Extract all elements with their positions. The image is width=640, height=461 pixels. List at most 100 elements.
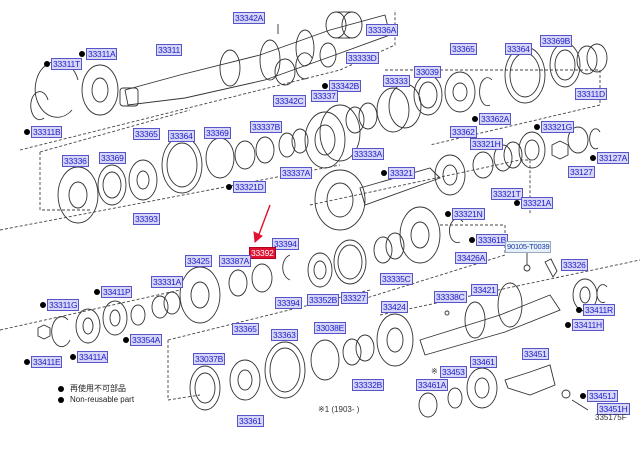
part-label-33311[interactable]: 33311 bbox=[156, 44, 183, 56]
hub-33352b bbox=[307, 252, 333, 288]
part-label-33421[interactable]: 33421 bbox=[471, 284, 498, 296]
part-label-33311g[interactable]: 33311G bbox=[39, 299, 80, 311]
part-label-33369[interactable]: 33369 bbox=[204, 127, 231, 139]
part-label-33352b[interactable]: 33352B bbox=[307, 294, 340, 306]
part-label-33425[interactable]: 33425 bbox=[185, 255, 212, 267]
part-label-33038e[interactable]: 33038E bbox=[314, 322, 347, 334]
shaft-33451 bbox=[504, 364, 556, 396]
part-label-33039[interactable]: 33039 bbox=[414, 66, 441, 78]
part-label-33327[interactable]: 33327 bbox=[341, 292, 368, 304]
part-label-33342c[interactable]: 33342C bbox=[273, 95, 306, 107]
sleeve-33461a bbox=[418, 392, 438, 418]
bolt-90105 bbox=[523, 252, 531, 272]
part-label-33365[interactable]: 33365 bbox=[133, 128, 160, 140]
part-label-33426a[interactable]: 33426A bbox=[455, 252, 488, 264]
part-label-33335c[interactable]: 33335C bbox=[380, 273, 413, 285]
part-label-33363[interactable]: 33363 bbox=[271, 329, 298, 341]
part-label-33451h[interactable]: 33451H bbox=[597, 403, 630, 415]
part-label-33333[interactable]: 33333 bbox=[383, 75, 410, 87]
part-label-33321[interactable]: 33321 bbox=[381, 167, 415, 179]
sleeve-33331a bbox=[151, 291, 181, 319]
part-label-33362a[interactable]: 33362A bbox=[471, 113, 512, 125]
part-label-33424[interactable]: 33424 bbox=[381, 301, 408, 313]
part-label-33394[interactable]: 33394 bbox=[272, 238, 299, 250]
part-label-33337a[interactable]: 33337A bbox=[280, 167, 313, 179]
sleeve-33363 bbox=[264, 341, 306, 399]
part-label-33311a[interactable]: 33311A bbox=[78, 48, 118, 60]
snap-ring-33311g bbox=[51, 316, 71, 348]
sleeve-33364 bbox=[504, 46, 546, 104]
ring-33321d bbox=[234, 140, 256, 170]
ring-33453 bbox=[447, 387, 463, 409]
part-label-33338c[interactable]: 33338C bbox=[434, 291, 467, 303]
ring-33039 bbox=[413, 74, 443, 116]
part-label-33365[interactable]: 33365 bbox=[232, 323, 259, 335]
part-label-33037b[interactable]: 33037B bbox=[193, 353, 226, 365]
part-label-33342b[interactable]: 33342B bbox=[321, 80, 362, 92]
part-label-33311d[interactable]: 33311D bbox=[575, 88, 607, 100]
part-label-33411e[interactable]: 33411E bbox=[23, 356, 63, 368]
part-label-33333d[interactable]: 33333D bbox=[346, 52, 379, 64]
legend: 再使用不可部品 Non-reusable part bbox=[58, 383, 134, 405]
part-label-33361[interactable]: 33361 bbox=[237, 415, 264, 427]
part-label-33369[interactable]: 33369 bbox=[99, 152, 126, 164]
part-label-33394[interactable]: 33394 bbox=[275, 297, 302, 309]
part-label-33461a[interactable]: 33461A bbox=[416, 379, 449, 391]
legend-en: Non-reusable part bbox=[70, 395, 135, 404]
part-label-33453[interactable]: 33453 bbox=[431, 366, 467, 378]
part-label-33411r[interactable]: 33411R bbox=[576, 304, 615, 316]
part-label-33361b[interactable]: 33361B bbox=[468, 234, 509, 246]
output-shaft-33321 bbox=[314, 167, 441, 231]
part-label-33321g[interactable]: 33321G bbox=[533, 121, 575, 133]
ring-33321h bbox=[472, 151, 494, 179]
gear-33337 bbox=[304, 104, 361, 169]
part-label-33369b[interactable]: 33369B bbox=[540, 35, 573, 47]
part-label-90105-t0039[interactable]: 90105-T0039 bbox=[505, 241, 552, 253]
part-label-33331a[interactable]: 33331A bbox=[151, 276, 184, 288]
part-label-33127a[interactable]: 33127A bbox=[589, 152, 630, 164]
part-label-33336[interactable]: 33336 bbox=[62, 155, 89, 167]
part-label-33411h[interactable]: 33411H bbox=[565, 319, 604, 331]
nut-33321g bbox=[551, 140, 569, 160]
part-label-33332b[interactable]: 33332B bbox=[352, 379, 385, 391]
part-label-33364[interactable]: 33364 bbox=[505, 43, 532, 55]
part-label-33365[interactable]: 33365 bbox=[450, 43, 477, 55]
part-label-33337[interactable]: 33337 bbox=[311, 90, 338, 102]
part-label-33342a[interactable]: 33342A bbox=[233, 12, 266, 24]
part-label-33321t[interactable]: 33321T bbox=[491, 188, 523, 200]
needle-bearing-33336a bbox=[325, 11, 363, 39]
part-label-33336a[interactable]: 33336A bbox=[366, 24, 399, 36]
lever-33326 bbox=[544, 258, 558, 278]
part-label-33127[interactable]: 33127 bbox=[568, 166, 595, 178]
snap-ring-33411r bbox=[596, 284, 608, 303]
part-label-33311b[interactable]: 33311B bbox=[23, 126, 63, 138]
part-label-33326[interactable]: 33326 bbox=[561, 259, 588, 271]
part-label-33461[interactable]: 33461 bbox=[470, 356, 497, 368]
part-label-33321a[interactable]: 33321A bbox=[513, 197, 554, 209]
part-label-33393[interactable]: 33393 bbox=[133, 213, 160, 225]
part-label-33364[interactable]: 33364 bbox=[168, 130, 195, 142]
ring-33369-b bbox=[205, 137, 235, 179]
ring-33369b bbox=[549, 42, 581, 88]
part-label-33411a[interactable]: 33411A bbox=[69, 351, 109, 363]
part-label-33362[interactable]: 33362 bbox=[450, 126, 477, 138]
part-label-33354a[interactable]: 33354A bbox=[122, 334, 163, 346]
part-label-33387a[interactable]: 33387A bbox=[219, 255, 252, 267]
sleeve-33364-b bbox=[161, 136, 203, 194]
part-label-33411p[interactable]: 33411P bbox=[93, 286, 133, 298]
part-label-33451j[interactable]: 33451J bbox=[580, 390, 618, 402]
ball-33338c bbox=[444, 310, 450, 316]
part-label-33311t[interactable]: 33311T bbox=[44, 58, 82, 70]
non-reusable-dot-icon bbox=[58, 396, 64, 403]
part-label-33333a[interactable]: 33333A bbox=[352, 148, 385, 160]
sleeve-33332b bbox=[342, 334, 375, 366]
part-label-33321h[interactable]: 33321H bbox=[470, 138, 503, 150]
part-label-33392[interactable]: 33392 bbox=[249, 247, 276, 259]
part-label-33337b[interactable]: 33337B bbox=[250, 121, 283, 133]
snap-ring-33362a bbox=[479, 77, 493, 107]
part-label-33451[interactable]: 33451 bbox=[522, 348, 549, 360]
gear-33425 bbox=[179, 266, 221, 324]
part-label-33321d[interactable]: 33321D bbox=[226, 181, 266, 193]
sleeve-33337a bbox=[278, 128, 309, 158]
part-label-33321n[interactable]: 33321N bbox=[445, 208, 485, 220]
